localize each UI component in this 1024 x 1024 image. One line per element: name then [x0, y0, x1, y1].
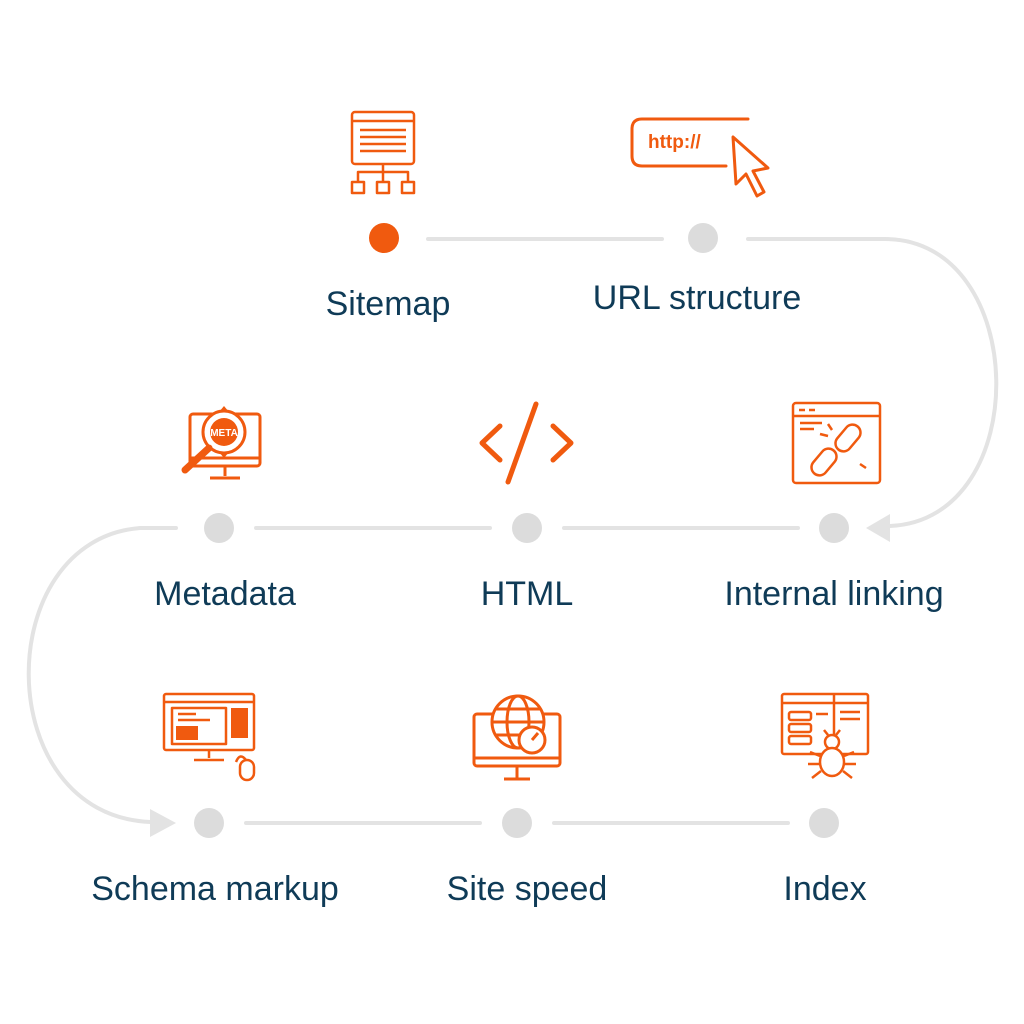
step-label-schema-markup: Schema markup: [91, 870, 339, 908]
step-label-metadata: Metadata: [154, 575, 296, 613]
step-label-html: HTML: [480, 575, 574, 613]
url-cursor-icon: http://: [630, 117, 770, 198]
schema-monitor-icon: [162, 692, 256, 782]
node-site-speed[interactable]: [502, 808, 532, 838]
step-label-internal-linking: Internal linking: [724, 575, 944, 613]
bug-crawler-icon: [780, 692, 870, 779]
arrowhead-to-internal-linking: [866, 514, 890, 542]
meta-badge-text: META: [210, 428, 238, 439]
step-label-index: Index: [783, 870, 867, 908]
globe-speed-icon: [472, 694, 562, 781]
url-protocol-text: http://: [648, 132, 701, 153]
connectors: [26, 237, 999, 825]
connector-metadata-schema: [26, 526, 178, 824]
meta-magnifier-icon: META: [181, 406, 262, 480]
node-html[interactable]: [512, 513, 542, 543]
node-schema-markup[interactable]: [194, 808, 224, 838]
node-metadata[interactable]: [204, 513, 234, 543]
sitemap-icon: [350, 110, 416, 195]
chain-link-icon: [791, 401, 882, 485]
node-internal-linking[interactable]: [819, 513, 849, 543]
code-tag-icon: [479, 401, 574, 485]
connector-url-internal: [746, 237, 999, 528]
arrowhead-to-schema-markup: [150, 809, 176, 837]
node-sitemap[interactable]: [369, 223, 399, 253]
step-label-url-structure: URL structure: [592, 279, 802, 317]
step-label-sitemap: Sitemap: [325, 285, 451, 323]
node-index[interactable]: [809, 808, 839, 838]
step-label-site-speed: Site speed: [446, 870, 608, 908]
node-url-structure[interactable]: [688, 223, 718, 253]
nodes: [194, 223, 849, 838]
